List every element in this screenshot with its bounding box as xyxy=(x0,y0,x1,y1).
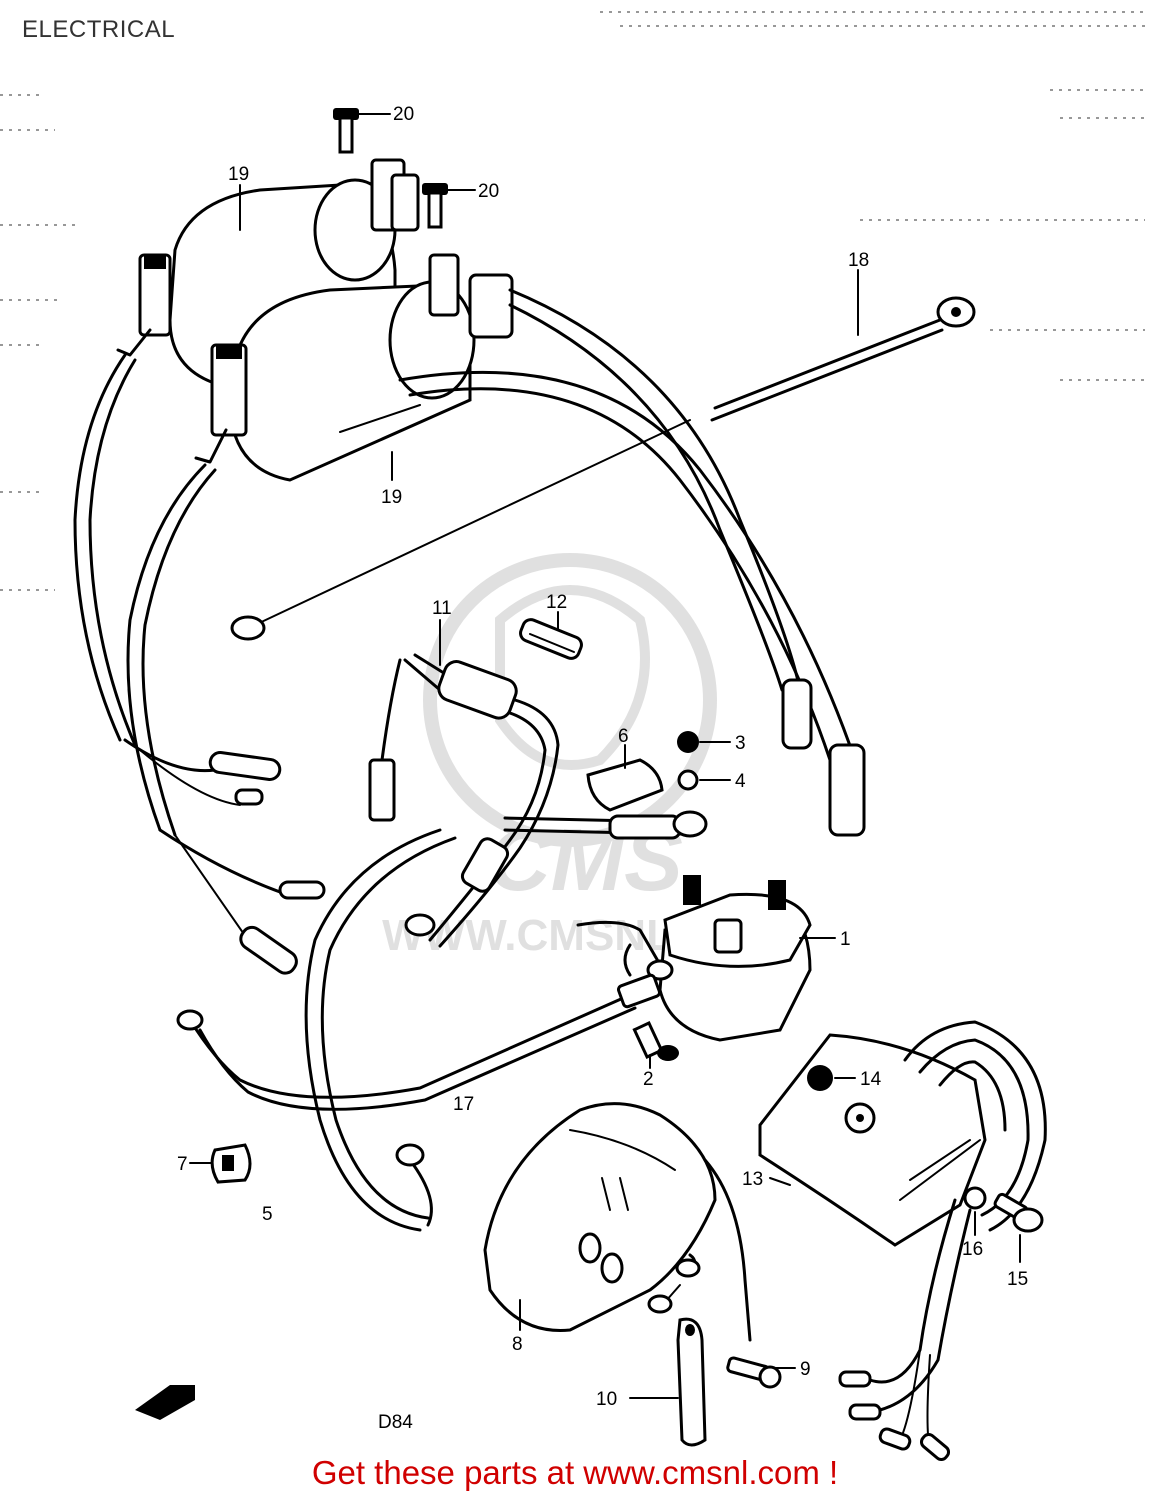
diagram-code: D84 xyxy=(378,1412,413,1433)
washer[interactable] xyxy=(677,769,699,791)
terminal-cap[interactable] xyxy=(586,758,664,812)
callout-20-lower: 20 xyxy=(478,181,499,202)
scan-noise xyxy=(0,11,1145,591)
battery-plus-lead[interactable] xyxy=(503,810,708,840)
battery-cable-loop[interactable] xyxy=(304,828,457,1232)
callout-17: 17 xyxy=(453,1094,474,1115)
mounting-bolt[interactable] xyxy=(726,1356,782,1389)
callout-13: 13 xyxy=(742,1169,763,1190)
starter-relay[interactable] xyxy=(576,875,812,1042)
coil-wiring-harness[interactable] xyxy=(73,353,326,977)
regulator-bolt[interactable] xyxy=(993,1192,1044,1233)
relay-bolt[interactable] xyxy=(632,1021,679,1061)
regulator-wiring[interactable] xyxy=(838,1020,1047,1462)
nut[interactable] xyxy=(677,731,699,753)
callout-14: 14 xyxy=(860,1069,882,1090)
battery-ground-cable[interactable] xyxy=(176,993,637,1111)
callout-18: 18 xyxy=(848,250,869,271)
callout-5: 5 xyxy=(262,1204,273,1225)
coil-bolt-lower[interactable] xyxy=(422,183,448,229)
callout-2: 2 xyxy=(643,1069,654,1090)
page-title: ELECTRICAL xyxy=(22,16,176,43)
callout-12: 12 xyxy=(546,592,567,613)
callout-8: 8 xyxy=(512,1334,523,1355)
earth-lead[interactable] xyxy=(230,419,691,641)
front-direction-arrow-icon xyxy=(135,1385,195,1420)
fuse[interactable] xyxy=(518,617,584,661)
ground-wire[interactable] xyxy=(710,296,976,422)
battery-clamp[interactable] xyxy=(210,1143,252,1184)
signal-generator-cover[interactable] xyxy=(483,1102,752,1342)
callout-1: 1 xyxy=(840,929,851,950)
callout-15: 15 xyxy=(1007,1269,1028,1290)
callout-labels: 1 2 3 4 5 6 7 8 9 10 11 12 13 14 15 16 1… xyxy=(177,104,1028,1433)
high-tension-leads[interactable] xyxy=(398,288,866,837)
callout-7: 7 xyxy=(177,1154,188,1175)
callout-19-lower: 19 xyxy=(381,487,402,508)
callout-16: 16 xyxy=(962,1239,983,1260)
callout-4: 4 xyxy=(735,771,746,792)
callout-10: 10 xyxy=(596,1389,617,1410)
fuse-holder[interactable] xyxy=(368,653,560,948)
callout-20-upper: 20 xyxy=(393,104,414,125)
callout-3: 3 xyxy=(735,733,746,754)
callout-leaders xyxy=(189,113,1021,1399)
callout-19-upper: 19 xyxy=(228,164,249,185)
ignition-coil-front[interactable] xyxy=(194,253,514,482)
callout-6: 6 xyxy=(618,726,629,747)
mounting-bracket[interactable] xyxy=(676,1317,707,1447)
promo-link[interactable]: Get these parts at www.cmsnl.com ! xyxy=(311,1454,839,1491)
coil-bolt-upper[interactable] xyxy=(333,108,359,154)
callout-11: 11 xyxy=(432,598,452,619)
regulator-washer[interactable] xyxy=(963,1186,987,1210)
promo-banner[interactable]: Get these parts at www.cmsnl.com ! xyxy=(0,1454,1150,1492)
regulator-nut[interactable] xyxy=(807,1065,833,1091)
callout-9: 9 xyxy=(800,1359,811,1380)
